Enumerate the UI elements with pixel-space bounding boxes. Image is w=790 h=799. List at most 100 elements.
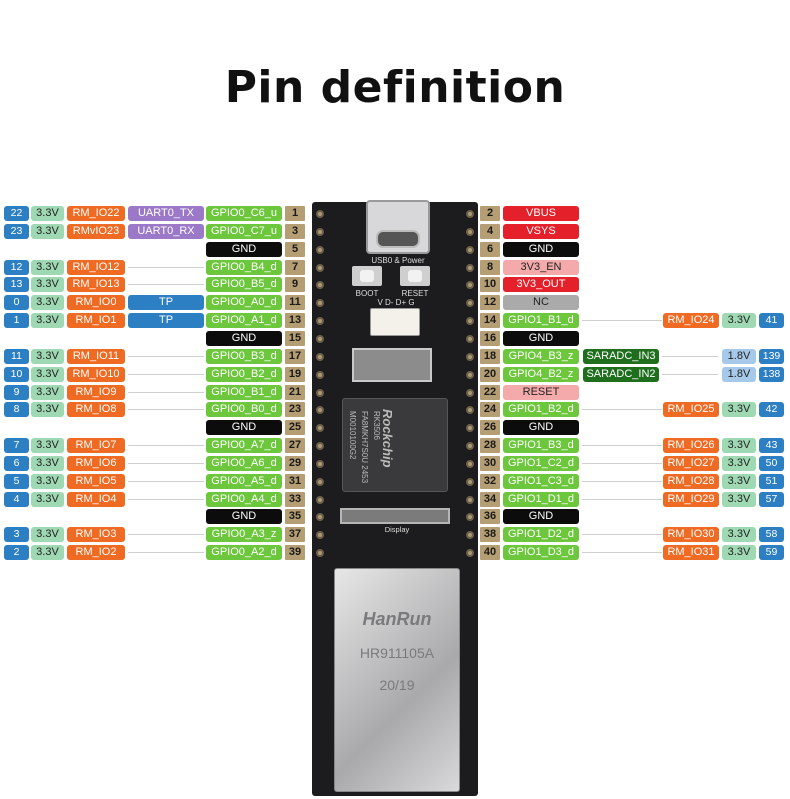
rm-io-label: RM_IO25 xyxy=(663,402,719,417)
header-hole-right xyxy=(466,513,474,521)
voltage-badge: 3.3V xyxy=(722,492,756,507)
uart-label: UART0_TX xyxy=(128,206,204,221)
header-hole-right xyxy=(466,460,474,468)
pin-number: 29 xyxy=(285,456,305,471)
gnd-label: GND xyxy=(206,331,282,346)
pin-number: 26 xyxy=(480,420,500,435)
usb-c-port xyxy=(376,230,420,248)
connector-line xyxy=(662,374,718,375)
rm-io-label: RM_IO10 xyxy=(67,367,125,382)
rm-io-label: RM_IO31 xyxy=(663,545,719,560)
gnd-label: GND xyxy=(503,509,579,524)
pin-number: 10 xyxy=(480,277,500,292)
gpio-number-badge: 57 xyxy=(759,492,784,507)
gpio-number-badge: 12 xyxy=(4,260,29,275)
pin-number: 13 xyxy=(285,313,305,328)
connector-line xyxy=(128,267,204,268)
gpio-number-badge: 11 xyxy=(4,349,29,364)
header-hole-left xyxy=(316,531,324,539)
rm-io-label: RM_IO28 xyxy=(663,474,719,489)
gnd-label: GND xyxy=(503,331,579,346)
gpio-number-badge: 51 xyxy=(759,474,784,489)
header-hole-left xyxy=(316,496,324,504)
voltage-badge: 3.3V xyxy=(722,438,756,453)
header-hole-left xyxy=(316,549,324,557)
pin-number: 30 xyxy=(480,456,500,471)
header-hole-left xyxy=(316,246,324,254)
connector-line xyxy=(582,552,662,553)
gpio-label: GPIO0_B0_d xyxy=(206,402,282,417)
pin-number: 34 xyxy=(480,492,500,507)
gnd-label: GND xyxy=(503,420,579,435)
pin-number: 11 xyxy=(285,295,305,310)
voltage-badge: 3.3V xyxy=(31,295,64,310)
pin-number: 40 xyxy=(480,545,500,560)
rm-io-label: RM_IO2 xyxy=(67,545,125,560)
voltage-badge: 3.3V xyxy=(722,456,756,471)
voltage-badge: 1.8V xyxy=(722,349,756,364)
gpio-label: GPIO0_A7_d xyxy=(206,438,282,453)
header-hole-right xyxy=(466,496,474,504)
gpio-number-badge: 43 xyxy=(759,438,784,453)
power-label: VBUS xyxy=(503,206,579,221)
pin-number: 39 xyxy=(285,545,305,560)
boot-button-cap xyxy=(360,270,374,282)
jack-brand: HanRun xyxy=(362,609,432,629)
pads-label: V D- D+ G xyxy=(377,298,415,307)
connector-line xyxy=(128,463,204,464)
rm-io-label: RM_IO26 xyxy=(663,438,719,453)
voltage-badge: 3.3V xyxy=(722,474,756,489)
pin-number: 35 xyxy=(285,509,305,524)
gpio-label: GPIO1_D2_d xyxy=(503,527,579,542)
voltage-badge: 3.3V xyxy=(31,545,64,560)
voltage-badge: 3.3V xyxy=(722,402,756,417)
header-hole-right xyxy=(466,353,474,361)
header-hole-right xyxy=(466,246,474,254)
connector-line xyxy=(128,499,204,500)
gnd-label: GND xyxy=(206,509,282,524)
header-hole-left xyxy=(316,389,324,397)
power-label: 3V3_EN xyxy=(503,260,579,275)
reset-button-cap xyxy=(408,270,422,282)
pin-number: 31 xyxy=(285,474,305,489)
gpio-number-badge: 23 xyxy=(4,224,29,239)
gpio-label: GPIO0_A4_d xyxy=(206,492,282,507)
pin-number: 6 xyxy=(480,242,500,257)
voltage-badge: 3.3V xyxy=(31,438,64,453)
power-label: RESET xyxy=(503,385,579,400)
soc-chip: Rockchip RK3506 FA8MKH7S0U 2453 M0010100… xyxy=(342,398,448,492)
gpio-label: GPIO0_A1_d xyxy=(206,313,282,328)
header-hole-left xyxy=(316,460,324,468)
connector-line xyxy=(128,409,204,410)
gpio-label: GPIO0_C7_u xyxy=(206,224,282,239)
pin-number: 7 xyxy=(285,260,305,275)
saradc-label: SARADC_IN3 xyxy=(583,349,659,364)
voltage-badge: 3.3V xyxy=(31,260,64,275)
gpio-label: GPIO1_C3_d xyxy=(503,474,579,489)
gpio-label: GPIO1_D1_d xyxy=(503,492,579,507)
rm-io-label: RMvIO23 xyxy=(67,224,125,239)
header-hole-right xyxy=(466,478,474,486)
voltage-badge: 3.3V xyxy=(722,527,756,542)
gpio-number-badge: 3 xyxy=(4,527,29,542)
gpio-number-badge: 0 xyxy=(4,295,29,310)
connector-line xyxy=(128,392,204,393)
rm-io-label: RM_IO30 xyxy=(663,527,719,542)
gpio-label: GPIO4_B3_z xyxy=(503,349,579,364)
pin-number: 9 xyxy=(285,277,305,292)
jst-connector xyxy=(370,308,420,336)
voltage-badge: 1.8V xyxy=(722,367,756,382)
gpio-label: GPIO0_B1_d xyxy=(206,385,282,400)
gpio-number-badge: 10 xyxy=(4,367,29,382)
header-hole-right xyxy=(466,424,474,432)
gpio-label: GPIO0_A0_d xyxy=(206,295,282,310)
header-hole-right xyxy=(466,281,474,289)
